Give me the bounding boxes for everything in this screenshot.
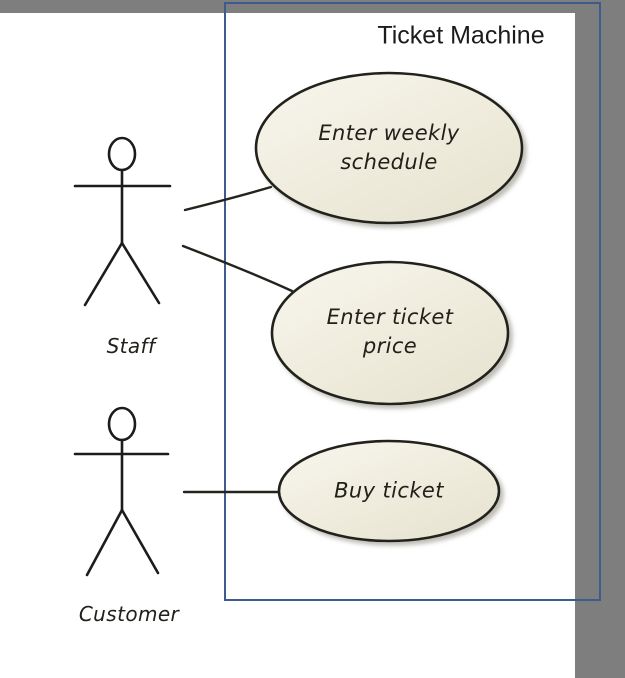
actor-figure-customer[interactable] [73, 406, 170, 577]
use-case-ellipse-buy-ticket[interactable] [277, 439, 501, 543]
use-case-shapes [254, 71, 524, 543]
association-staff-enter-weekly-schedule[interactable] [183, 185, 273, 212]
association-lines [181, 185, 294, 494]
staff-head [107, 136, 137, 172]
use-case-ellipse-enter-weekly-schedule[interactable] [254, 71, 524, 225]
customer-left-leg [85, 508, 124, 577]
association-staff-enter-ticket-price[interactable] [181, 244, 294, 293]
customer-right-leg [120, 508, 160, 575]
actor-figure-staff[interactable] [73, 136, 172, 307]
use-case-ellipse-enter-ticket-price[interactable] [270, 260, 510, 406]
system-boundary-box[interactable] [224, 2, 601, 601]
customer-head [107, 406, 137, 442]
staff-right-leg [120, 241, 161, 305]
staff-left-leg [83, 241, 124, 307]
